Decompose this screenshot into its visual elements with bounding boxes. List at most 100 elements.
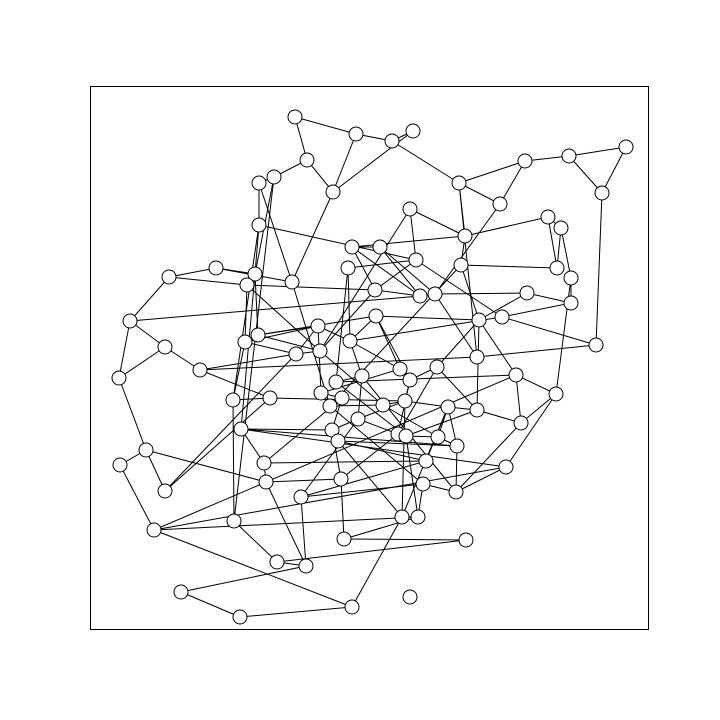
graph-node — [333, 471, 349, 487]
graph-edge — [455, 466, 507, 493]
graph-edge — [199, 353, 297, 371]
graph-node — [519, 285, 535, 301]
graph-node — [233, 421, 249, 437]
graph-node — [588, 337, 604, 353]
graph-edge — [458, 182, 501, 205]
graph-edge — [294, 116, 357, 135]
graph-node — [313, 385, 329, 401]
graph-edge — [335, 267, 349, 383]
graph-node — [418, 453, 434, 469]
graph-edge — [560, 227, 572, 279]
graph-edge — [257, 334, 321, 352]
graph-edge — [434, 292, 528, 295]
graph-node — [344, 599, 360, 615]
graph-node — [350, 411, 366, 427]
graph-edge — [476, 319, 480, 411]
graph-edge — [153, 466, 507, 531]
graph-node — [250, 327, 266, 343]
graph-edge — [349, 340, 401, 370]
graph-node — [394, 509, 410, 525]
graph-node — [384, 133, 400, 149]
graph-edge — [153, 529, 353, 608]
graph-edge — [291, 281, 331, 407]
graph-node — [237, 334, 253, 350]
graph-node — [247, 266, 263, 282]
graph-edge — [434, 293, 478, 358]
graph-node — [430, 429, 446, 445]
graph-edge — [164, 397, 271, 492]
graph-edge — [129, 295, 421, 322]
graph-edge — [379, 246, 436, 295]
graph-edge — [263, 460, 427, 464]
graph-node — [226, 513, 242, 529]
graph-edge — [347, 259, 417, 269]
graph-node — [410, 509, 426, 525]
graph-edge — [240, 428, 333, 431]
graph-edge — [180, 591, 241, 618]
graph-edge — [240, 428, 507, 468]
graph-edge — [343, 538, 467, 541]
graph-node — [336, 531, 352, 547]
graph-edge — [332, 133, 357, 193]
graph-edge — [233, 520, 278, 563]
edge-layer — [118, 116, 627, 618]
graph-node — [469, 349, 485, 365]
graph-node — [262, 390, 278, 406]
graph-node — [412, 288, 428, 304]
graph-edge — [233, 176, 275, 522]
graph-edge — [476, 409, 522, 424]
graph-node — [284, 274, 300, 290]
graph-node — [618, 139, 634, 155]
graph-node — [367, 282, 383, 298]
graph-edge — [375, 315, 401, 370]
graph-node — [225, 392, 241, 408]
graph-node — [328, 374, 344, 390]
graph-edge — [244, 341, 297, 355]
graph-node — [239, 277, 255, 293]
graph-node — [457, 228, 473, 244]
graph-node — [494, 309, 510, 325]
graph-node — [540, 209, 556, 225]
graph-node — [266, 169, 282, 185]
graph-node — [492, 196, 508, 212]
graph-node — [344, 239, 360, 255]
graph-edge — [409, 208, 417, 261]
graph-node — [258, 474, 274, 490]
graph-edge — [409, 208, 466, 237]
graph-node — [173, 584, 189, 600]
graph-edge — [337, 440, 427, 462]
graph-node — [471, 312, 487, 328]
graph-node — [451, 175, 467, 191]
graph-node — [375, 397, 391, 413]
graph-edge — [351, 246, 376, 291]
graph-edge — [118, 346, 166, 379]
graph-edge — [291, 191, 334, 283]
graph-edge — [379, 246, 421, 297]
graph-edge — [415, 259, 503, 318]
graph-node — [517, 153, 533, 169]
graph-node — [408, 252, 424, 268]
graph-edge — [476, 344, 597, 358]
graph-edge — [118, 320, 131, 379]
graph-edge — [300, 418, 359, 498]
graph-edge — [300, 483, 424, 498]
graph-node — [553, 220, 569, 236]
graph-edge — [119, 464, 155, 531]
graph-node — [415, 476, 431, 492]
graph-edge — [239, 606, 353, 618]
graph-node — [157, 339, 173, 355]
graph-edge — [168, 267, 217, 278]
graph-edge — [455, 445, 458, 493]
graph-edge — [145, 449, 267, 483]
graph-node — [312, 343, 328, 359]
graph-node — [157, 483, 173, 499]
graph-edge — [351, 235, 466, 248]
graph-node — [298, 558, 314, 574]
graph-edge — [460, 264, 480, 321]
graph-node — [342, 333, 358, 349]
graph-edge — [374, 289, 421, 297]
graph-edge — [464, 216, 549, 237]
graph-node — [348, 126, 364, 142]
graph-edge — [458, 160, 526, 184]
graph-edge — [240, 428, 458, 447]
